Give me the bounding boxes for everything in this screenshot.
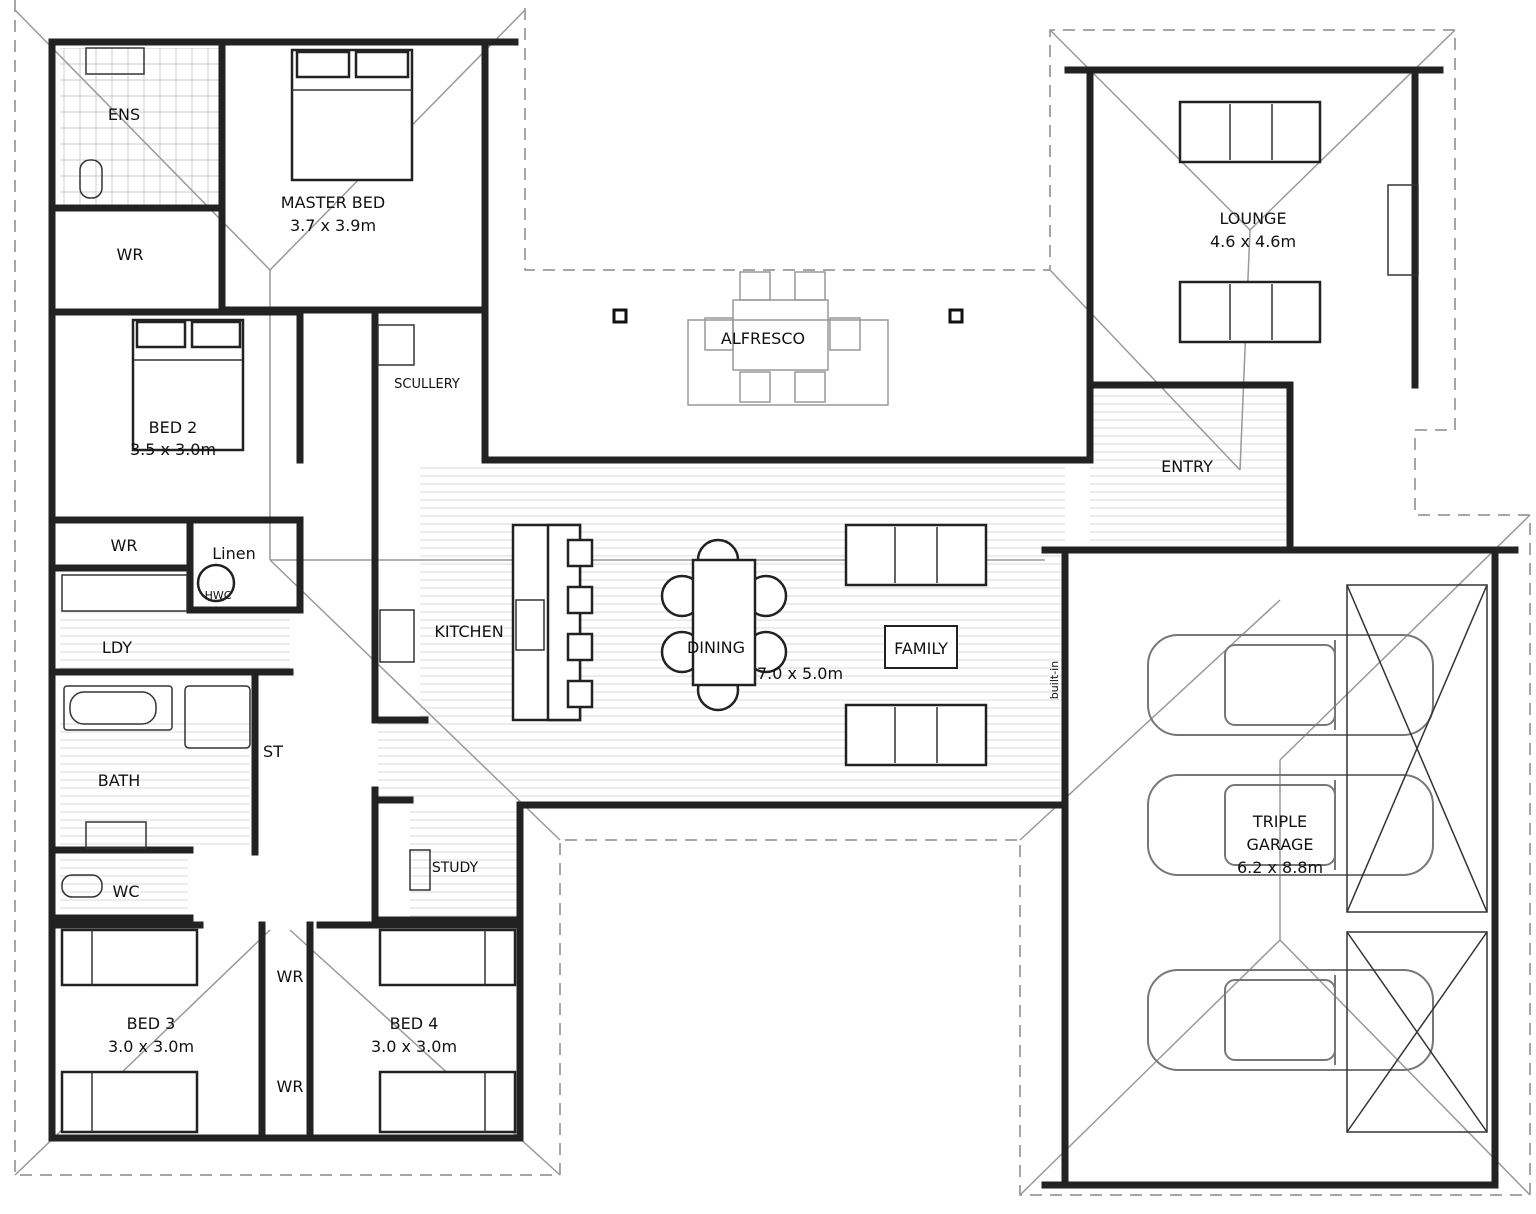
vanity-icon: [85, 47, 145, 75]
room-size-garage: 6.2 x 8.8m: [1237, 858, 1323, 877]
post-icon: [948, 308, 964, 324]
post-icon: [612, 308, 628, 324]
room-size-bed3: 3.0 x 3.0m: [108, 1037, 194, 1056]
bath-tub-icon: [63, 685, 173, 731]
room-label-family: FAMILY: [894, 639, 948, 658]
alfresco-table-icon: [687, 271, 889, 406]
room-label-wr: WR: [111, 536, 138, 555]
bed2-bed-icon: [131, 318, 245, 452]
toilet-icon: [79, 159, 103, 199]
room-label-bed3: BED 3: [127, 1014, 176, 1033]
garage-door-icon: [1346, 584, 1488, 1133]
room-size-lounge: 4.6 x 4.6m: [1210, 232, 1296, 251]
shower-icon: [184, 685, 251, 749]
room-label-st: ST: [263, 742, 283, 761]
furniture: [60, 47, 1488, 1134]
label-hwc: HWC: [205, 589, 232, 602]
bed3-bed-bottom-icon: [60, 1070, 199, 1134]
room-label-garage-2: GARAGE: [1247, 835, 1314, 854]
room-size-dining: 7.0 x 5.0m: [757, 664, 843, 683]
room-label-lounge: LOUNGE: [1219, 209, 1286, 228]
room-label-linen: Linen: [212, 544, 255, 563]
label-built-in: built-in: [1048, 661, 1061, 699]
room-size-bed2: 3.5 x 3.0m: [130, 440, 216, 459]
room-size-bed4: 3.0 x 3.0m: [371, 1037, 457, 1056]
sofa-icon: [844, 523, 988, 587]
walls: [48, 38, 1519, 1189]
room-label-dining: DINING: [687, 638, 745, 657]
laundry-tub-icon: [61, 574, 188, 612]
room-label-scullery: SCULLERY: [394, 377, 460, 392]
room-labels: ENS MASTER BED 3.7 x 3.9m WR BED 2 3.5 x…: [98, 105, 1323, 1096]
bed4-bed-top-icon: [378, 928, 517, 987]
room-label-wr: WR: [117, 245, 144, 264]
room-label-bed4: BED 4: [390, 1014, 439, 1033]
fireplace-icon: [1387, 184, 1419, 276]
bed4-bed-bottom-icon: [378, 1070, 517, 1134]
sofa-icon: [1178, 280, 1322, 344]
floor-finishes: [60, 48, 1288, 920]
car-icon: [1147, 774, 1434, 876]
room-label-garage: TRIPLE: [1252, 812, 1307, 831]
car-icon: [1147, 634, 1434, 1071]
room-label-alfresco: ALFRESCO: [721, 329, 805, 348]
car-icon: [1147, 634, 1434, 736]
room-label-study: STUDY: [432, 860, 479, 876]
room-label-wc: WC: [113, 882, 140, 901]
master-bed-icon: [290, 48, 414, 182]
room-size-master-bed: 3.7 x 3.9m: [290, 216, 376, 235]
room-label-bed2: BED 2: [149, 418, 198, 437]
kitchen-island-icon: [511, 523, 594, 722]
sofa-icon: [844, 703, 988, 767]
room-label-ens: ENS: [108, 105, 140, 124]
room-label-wr: WR: [277, 1077, 304, 1096]
room-label-master-bed: MASTER BED: [281, 193, 385, 212]
hot-water-cylinder-icon: [196, 563, 236, 603]
room-label-entry: ENTRY: [1161, 457, 1213, 476]
room-label-ldy: LDY: [102, 638, 132, 657]
car-icon: [1147, 969, 1434, 1071]
vanity-icon: [85, 821, 147, 849]
cooktop-icon: [379, 609, 415, 663]
toilet-icon: [61, 874, 103, 898]
sink-icon: [377, 324, 415, 366]
dining-table-icon: [660, 538, 788, 712]
room-label-wr: WR: [277, 967, 304, 986]
sofa-icon: [1178, 100, 1322, 164]
room-label-bath: BATH: [98, 771, 140, 790]
room-label-kitchen: KITCHEN: [434, 622, 503, 641]
bed3-bed-top-icon: [60, 928, 199, 987]
desk-icon: [409, 849, 431, 891]
